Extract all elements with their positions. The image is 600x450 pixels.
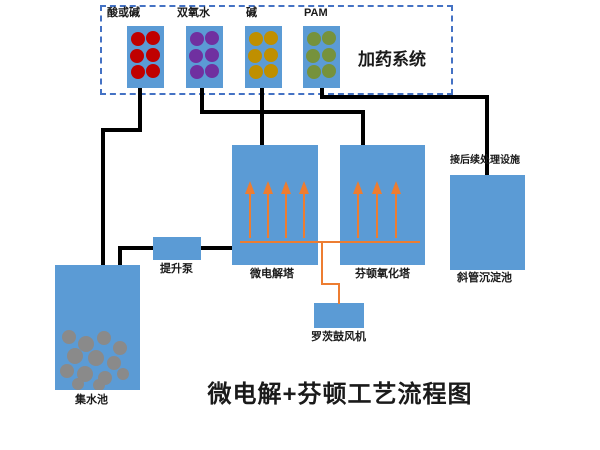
fenton-oxidation-tower-label: 芬顿氧化塔 <box>355 268 410 280</box>
pipe-pam-to-sedimentation <box>320 88 489 187</box>
roots-blower <box>314 303 364 328</box>
blower-riser-pipe <box>321 242 340 304</box>
sedimentation-tank <box>450 175 525 270</box>
alkali-dots-icon <box>248 31 278 79</box>
fenton-oxidation-tower <box>340 145 425 265</box>
collection-tank-label: 集水池 <box>75 394 108 406</box>
pipe-peroxide-to-fenton-tower <box>200 88 365 152</box>
dosing-tank-acid-alkali <box>127 26 164 88</box>
lift-pump-label: 提升泵 <box>160 263 193 275</box>
aeration-pipe-lines <box>240 192 420 304</box>
chemical-dots <box>306 31 336 79</box>
dosing-tank-pam <box>303 26 340 88</box>
chemical-dots <box>130 31 160 79</box>
chemical-dots <box>248 31 278 79</box>
peroxide-dots-icon <box>189 31 219 79</box>
dosing-tank-alkali <box>245 26 282 88</box>
dosing-tank-label-peroxide: 双氧水 <box>177 7 210 19</box>
diagram-title: 微电解+芬顿工艺流程图 <box>207 381 473 408</box>
collection-tank <box>55 265 140 391</box>
sludge-dots <box>60 330 129 391</box>
dosing-tank-label-acid-alkali: 酸或碱 <box>107 7 140 19</box>
downstream-note: 接后续处理设施 <box>450 155 520 166</box>
dosing-tank-label-alkali: 碱 <box>246 7 257 19</box>
pipe-acid-to-collection-tank <box>101 88 142 292</box>
dosing-tank-peroxide <box>186 26 223 88</box>
acid-alkali-dots-icon <box>130 31 160 79</box>
micro-electrolysis-tower-label: 微电解塔 <box>250 268 294 280</box>
dosing-system-box <box>100 5 453 95</box>
aeration-arrowheads-icon <box>245 181 401 194</box>
sedimentation-tank-label: 斜管沉淀池 <box>457 272 512 284</box>
dosing-system-label: 加药系统 <box>358 50 426 69</box>
dosing-tank-label-pam: PAM <box>304 7 328 19</box>
pam-dots-icon <box>306 31 336 79</box>
roots-blower-label: 罗茨鼓风机 <box>311 331 366 343</box>
chemical-dots <box>189 31 219 79</box>
lift-pump <box>153 237 201 260</box>
sludge-particles-icon <box>60 330 129 391</box>
